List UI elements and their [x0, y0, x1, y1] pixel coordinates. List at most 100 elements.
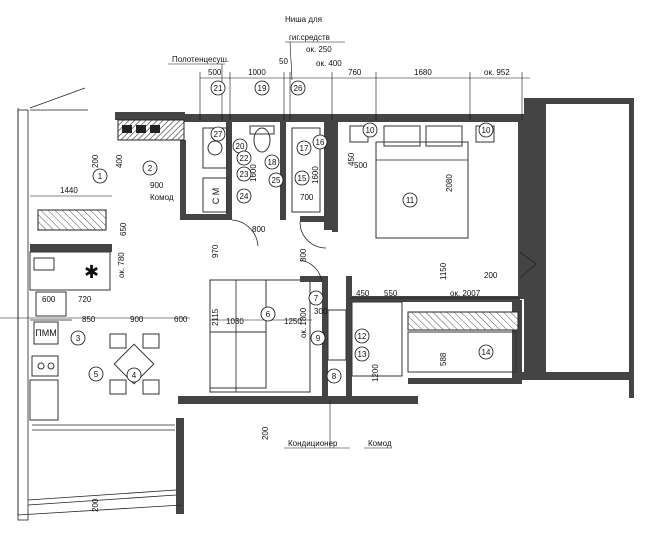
dim-450b: 450: [356, 289, 370, 298]
dim-550: 550: [384, 289, 398, 298]
dim-900b: 900: [130, 315, 144, 324]
callout-number: 16: [316, 138, 325, 147]
callout-circle: [210, 126, 226, 142]
callout-circle: [478, 344, 494, 360]
dim-800a: 800: [252, 225, 266, 234]
komod-label-2: Комод: [368, 439, 392, 448]
dim-200a: 200: [91, 154, 100, 168]
callout-circle: [260, 306, 276, 322]
dim-top-400: ок. 400: [316, 59, 342, 68]
dim-top-1680: 1680: [414, 68, 432, 77]
dimensions: 200 400 900 Комод 1440 650 ок. 780 600 7…: [0, 152, 520, 512]
dim-780: ок. 780: [117, 252, 126, 278]
callout-circle: [88, 366, 104, 382]
washer-label: С М: [211, 188, 221, 205]
dim-600a: 600: [42, 295, 56, 304]
dim-588: 588: [439, 352, 448, 366]
callout-number: 5: [94, 370, 99, 379]
conditioner-label: Кондиционер: [288, 439, 338, 448]
callout-circle: [362, 122, 378, 138]
callout-circle: [236, 188, 252, 204]
callout-number: 20: [236, 142, 245, 151]
dishwasher-label: ПММ: [35, 328, 56, 338]
callout-number: 15: [298, 174, 307, 183]
callout-circle: [308, 290, 324, 306]
callout-number: 3: [76, 334, 81, 343]
dim-top-952: ок. 952: [484, 68, 510, 77]
callout-number: 10: [366, 126, 375, 135]
niche-label: Ниша для: [285, 15, 322, 24]
bedroom: [332, 122, 537, 377]
towel-rail-label: Полотенцесуш.: [172, 55, 229, 64]
dim-800b: 800: [299, 248, 308, 262]
callout-number: 11: [406, 196, 415, 205]
callout-number: 22: [240, 154, 249, 163]
callout-number: 8: [332, 372, 337, 381]
bathroom-block: С М: [117, 119, 332, 249]
top-dimensions: 500 1000 50 ок. 400 760 1680 ок. 952 Ниш…: [168, 15, 530, 120]
callout-circle: [326, 368, 342, 384]
komod-label-1: Комод: [150, 193, 174, 202]
dim-top-500: 500: [208, 68, 222, 77]
callout-circle: [312, 134, 328, 150]
callout-circle: [268, 172, 284, 188]
dim-1150: 1150: [439, 262, 448, 280]
callout-circle: [70, 330, 86, 346]
dim-200b: 200: [484, 271, 498, 280]
fridge-icon: ✱: [84, 262, 99, 282]
callout-number: 14: [482, 348, 491, 357]
dim-900: 900: [150, 181, 164, 190]
callout-number: 1: [98, 172, 103, 181]
callout-number: 13: [358, 350, 367, 359]
dim-1600b: 1600: [311, 166, 320, 184]
dim-1600a: 1600: [249, 164, 258, 182]
dim-1030: 1030: [226, 317, 244, 326]
callout-number: 17: [300, 144, 309, 153]
callout-number: 2: [148, 164, 153, 173]
callout-circle: [92, 168, 108, 184]
callout-circle: [126, 367, 142, 383]
dim-2007: ок. 2007: [450, 289, 481, 298]
dim-850: 850: [82, 315, 96, 324]
dim-300: 300: [314, 307, 328, 316]
callout-number: 27: [214, 130, 223, 139]
dim-top-1000: 1000: [248, 68, 266, 77]
dim-2115: 2115: [211, 308, 220, 326]
callout-number: 18: [268, 158, 277, 167]
niche-ok250: ок. 250: [306, 45, 332, 54]
dim-1800: ок. 1800: [299, 307, 308, 338]
dim-1440: 1440: [60, 186, 78, 195]
callout-number: 9: [316, 334, 321, 343]
balcony-outline: [17, 87, 183, 516]
callout-circle: [290, 80, 306, 96]
callout-number: 6: [266, 310, 271, 319]
callout-number: 26: [294, 84, 303, 93]
dim-500: 500: [354, 161, 368, 170]
callout-number: 12: [358, 332, 367, 341]
callout-circle: [236, 166, 252, 182]
dim-700: 700: [300, 193, 314, 202]
dim-top-760: 760: [348, 68, 362, 77]
callout-circle: [254, 80, 270, 96]
callout-circle: [296, 140, 312, 156]
dim-1200: 1200: [371, 364, 380, 382]
kitchen: ✱ ПММ: [29, 209, 160, 421]
dim-400: 400: [115, 154, 124, 168]
callout-circle: [294, 170, 310, 186]
dim-top-50: 50: [279, 57, 288, 66]
callout-circle: [210, 80, 226, 96]
callout-circle: [236, 150, 252, 166]
callout-circle: [354, 346, 370, 362]
callout-number: 4: [132, 371, 137, 380]
callout-number: 24: [240, 192, 249, 201]
dim-450a: 450: [347, 152, 356, 166]
callout-circle: [354, 328, 370, 344]
dim-720: 720: [78, 295, 92, 304]
callout-number: 23: [240, 170, 249, 179]
callout-circle: [478, 122, 494, 138]
dim-650: 650: [119, 222, 128, 236]
callout-circle: [402, 192, 418, 208]
callout-number: 19: [258, 84, 267, 93]
callout-circle: [142, 160, 158, 176]
